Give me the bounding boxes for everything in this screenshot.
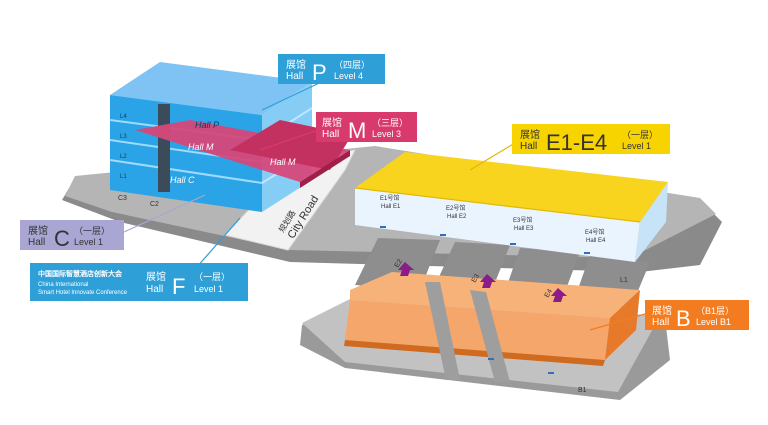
svg-text:L1: L1 — [120, 174, 127, 180]
svg-text:展馆: 展馆 — [286, 58, 306, 71]
svg-text:Level 4: Level 4 — [334, 71, 363, 81]
svg-text:E3号馆: E3号馆 — [513, 216, 532, 224]
svg-text:展馆: 展馆 — [652, 304, 672, 317]
svg-text:Level B1: Level B1 — [696, 317, 731, 327]
ramps — [425, 282, 510, 382]
svg-text:B: B — [676, 306, 691, 331]
sub-hall-e3: E3号馆 Hall E3 — [513, 216, 534, 232]
svg-text:L4: L4 — [120, 114, 127, 120]
svg-text:展馆: 展馆 — [146, 270, 166, 283]
sub-hall-e4: E4号馆 Hall E4 — [585, 228, 606, 244]
svg-text:Hall: Hall — [146, 284, 163, 295]
svg-text:（一层）: （一层） — [622, 130, 658, 140]
svg-text:Smart Hotel Innovate Conferenc: Smart Hotel Innovate Conference — [38, 290, 128, 296]
hall-e-label: 展馆 Hall E1-E4 （一层） Level 1 — [512, 124, 670, 155]
svg-text:（一层）: （一层） — [194, 272, 230, 282]
hall-e-box — [354, 152, 668, 262]
hall-c-label: 展馆 Hall C （一层） Level 1 — [20, 220, 124, 251]
svg-text:Level 1: Level 1 — [622, 141, 651, 151]
map-markers: C3 C2 E2 E3 E4 L1 B1 — [118, 195, 628, 394]
svg-text:E2: E2 — [394, 258, 404, 269]
svg-text:（四层）: （四层） — [334, 60, 370, 70]
svg-text:China International: China International — [38, 282, 88, 288]
svg-text:Hall E3: Hall E3 — [514, 226, 534, 232]
svg-text:L3: L3 — [120, 134, 127, 140]
svg-text:展馆: 展馆 — [322, 116, 342, 129]
svg-text:C: C — [54, 226, 70, 251]
svg-text:L2: L2 — [120, 154, 127, 160]
svg-text:（一层）: （一层） — [74, 226, 110, 236]
svg-text:C2: C2 — [150, 201, 159, 208]
hall-b-label: 展馆 Hall B （B1层） Level B1 — [645, 300, 749, 331]
svg-text:Level 3: Level 3 — [372, 129, 401, 139]
door-marks — [380, 226, 590, 374]
svg-text:E2号馆: E2号馆 — [446, 204, 465, 212]
svg-text:B1: B1 — [578, 387, 587, 394]
hall-p-label: 展馆 Hall P （四层） Level 4 — [278, 54, 385, 85]
svg-text:Hall E1: Hall E1 — [381, 204, 401, 210]
svg-text:L1: L1 — [620, 277, 628, 284]
svg-text:E4: E4 — [544, 288, 554, 299]
entrance-arrows — [398, 262, 567, 302]
svg-text:E3: E3 — [471, 273, 481, 284]
svg-text:Hall: Hall — [652, 317, 669, 328]
svg-text:Level 1: Level 1 — [194, 284, 223, 294]
svg-text:E1号馆: E1号馆 — [380, 194, 399, 202]
svg-text:Hall E2: Hall E2 — [447, 214, 467, 220]
svg-text:Hall: Hall — [322, 129, 339, 140]
svg-text:Level 1: Level 1 — [74, 237, 103, 247]
hall-m-label: 展馆 Hall M （三层） Level 3 — [316, 112, 417, 143]
city-road — [225, 150, 355, 250]
level-markers: L4 L3 L2 L1 — [120, 114, 127, 180]
callout-lines — [123, 77, 646, 331]
hall-m-floor-label-a: Hall M — [188, 142, 214, 152]
svg-text:P: P — [312, 60, 327, 85]
hall-m-floor-label-b: Hall M — [270, 157, 296, 167]
svg-text:（三层）: （三层） — [372, 118, 408, 128]
hall-p-building-label: Hall P — [195, 120, 219, 130]
svg-text:F: F — [172, 274, 185, 299]
svg-text:E1-E4: E1-E4 — [546, 130, 607, 155]
svg-text:Hall: Hall — [520, 141, 537, 152]
svg-text:展馆: 展馆 — [520, 128, 540, 141]
svg-text:E4号馆: E4号馆 — [585, 228, 604, 236]
svg-text:Hall: Hall — [286, 71, 303, 82]
svg-text:C3: C3 — [118, 195, 127, 202]
hall-b-box — [344, 272, 640, 366]
hall-f-label: 中国国际智慧酒店创新大会 China International Smart H… — [30, 263, 248, 301]
svg-text:中国国际智慧酒店创新大会: 中国国际智慧酒店创新大会 — [38, 269, 123, 278]
svg-text:M: M — [348, 118, 366, 143]
sub-hall-labels: E1号馆 Hall E1 E2号馆 Hall E2 E3号馆 Hall E3 E… — [380, 194, 606, 244]
sub-hall-e2: E2号馆 Hall E2 — [446, 204, 467, 220]
svg-text:（B1层）: （B1层） — [696, 306, 734, 316]
svg-text:Hall E4: Hall E4 — [586, 238, 606, 244]
hall-c-building-label: Hall C — [170, 175, 195, 185]
svg-text:Hall: Hall — [28, 237, 45, 248]
sub-hall-e1: E1号馆 Hall E1 — [380, 194, 401, 210]
svg-text:展馆: 展馆 — [28, 224, 48, 237]
